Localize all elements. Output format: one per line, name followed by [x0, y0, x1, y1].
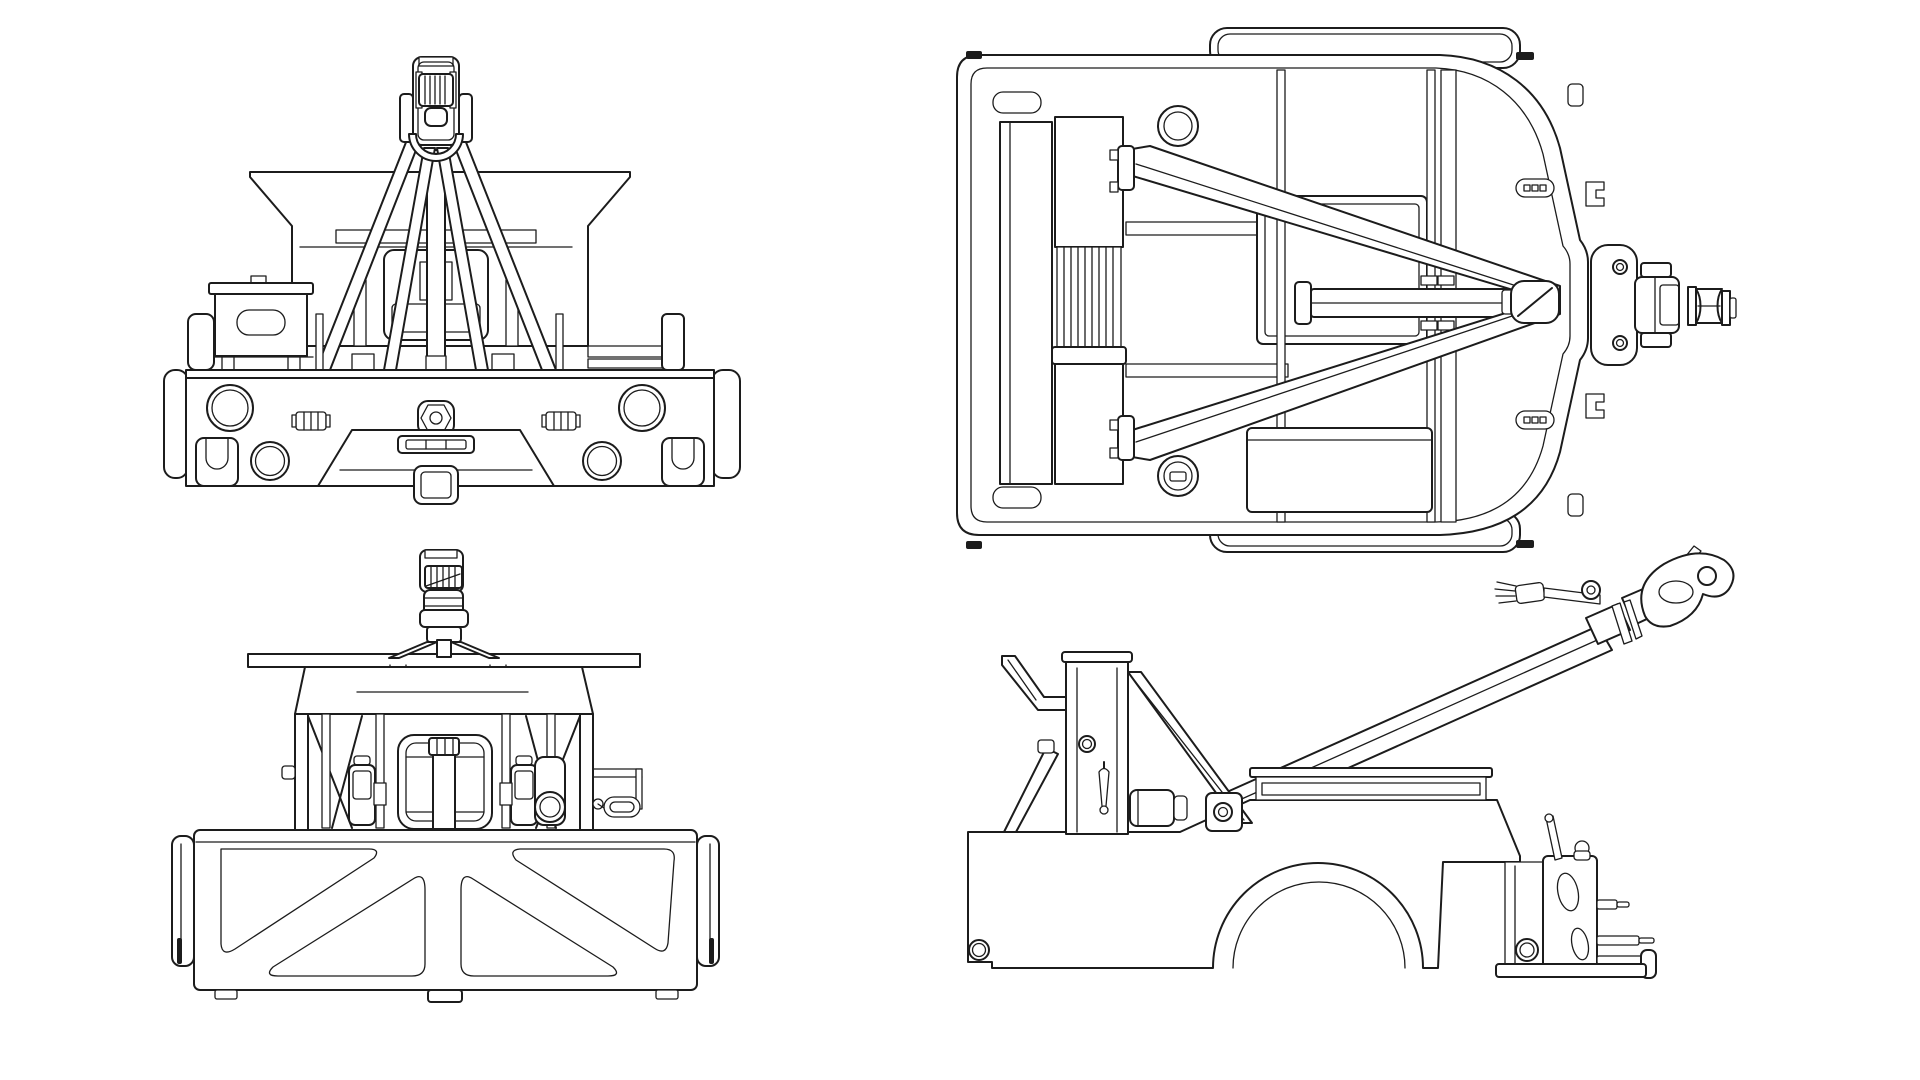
rear-actuator-right: [499, 755, 538, 826]
rear-cutout-bottom-left: [268, 876, 426, 977]
front-equipment-box: [208, 275, 314, 371]
front-shackle-brackets: [195, 437, 705, 487]
rear-right-bracket: [592, 768, 643, 818]
front-lamps: [206, 384, 666, 481]
top-engine-bay: [992, 91, 1053, 509]
side-rear-coupling: [1495, 813, 1657, 979]
front-left-post: [187, 313, 215, 371]
front-right-rails: [587, 313, 685, 371]
rear-left-nub: [281, 765, 296, 780]
top-guide-roller: [1687, 286, 1737, 326]
side-boom-pivot: [1205, 792, 1243, 832]
side-hook: [1640, 545, 1735, 628]
side-motor: [1129, 789, 1188, 827]
rear-cutout-top-right: [512, 848, 675, 952]
front-hex-fitting: [417, 400, 455, 436]
side-wheel-arch: [1232, 881, 1406, 969]
side-boom-head: [1494, 545, 1735, 645]
rear-drum: [397, 734, 493, 830]
rear-cutout-bottom-right: [460, 876, 618, 977]
side-hopper-funnel: [1001, 655, 1067, 711]
side-mast-column: [1061, 651, 1133, 835]
side-head-block: [1585, 599, 1643, 645]
top-counterweight-box: [1246, 427, 1433, 513]
side-body: [967, 799, 1521, 969]
side-eye-link: [1543, 580, 1601, 605]
front-winch-roller: [418, 73, 454, 107]
rear-cutout-top-left: [220, 848, 378, 953]
side-deck-rails: [1249, 767, 1493, 801]
side-lever: [1098, 761, 1110, 815]
rear-actuator-left: [348, 755, 387, 826]
front-hitch: [317, 429, 555, 505]
front-view: [163, 56, 741, 505]
rear-motor: [534, 756, 566, 826]
top-view: [956, 27, 1737, 553]
front-saddle: [408, 133, 464, 162]
rear-view: [171, 549, 720, 1003]
front-a-frame: [315, 121, 564, 371]
front-clamp-left: [291, 411, 331, 431]
front-deck-feet: [351, 353, 515, 371]
top-right-fittings: [1515, 83, 1605, 517]
rear-roof: [294, 666, 594, 715]
rear-mast: [388, 549, 500, 659]
rear-back-plate: [171, 829, 720, 1003]
top-coupler: [1590, 244, 1737, 366]
front-clamp-right: [541, 411, 581, 431]
front-mast-head: [399, 56, 473, 162]
side-view: [967, 545, 1735, 979]
top-ports: [1157, 105, 1199, 497]
side-spline-grip: [1494, 581, 1546, 604]
top-drawbar-arms: [1109, 145, 1561, 461]
side-braces: [1003, 671, 1253, 833]
top-apex-block: [1501, 280, 1560, 324]
